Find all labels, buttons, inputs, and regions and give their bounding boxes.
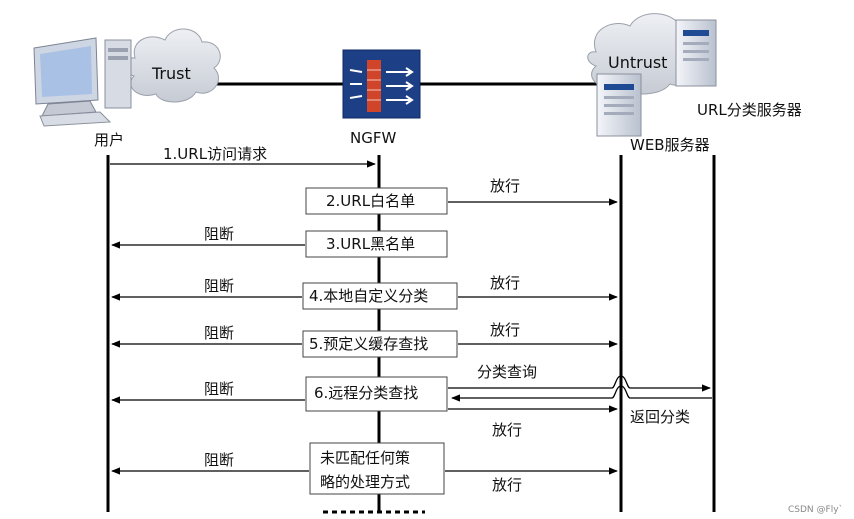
step7-box (309, 442, 445, 495)
web-server-icon (596, 73, 642, 137)
step7-label-line1: 未匹配任何策 (320, 449, 410, 467)
step2-allow-label: 放行 (490, 177, 520, 195)
step5-label: 5.预定义缓存查找 (309, 335, 428, 353)
return-category-arrow (451, 385, 712, 402)
step3-block-label: 阻断 (204, 225, 234, 243)
step4-label: 4.本地自定义分类 (309, 287, 428, 305)
step5-block-label: 阻断 (204, 324, 234, 342)
firewall-icon (342, 49, 421, 119)
url-server-label: URL分类服务器 (697, 101, 802, 119)
step7-allow-label: 放行 (492, 476, 522, 494)
step2-box (305, 187, 448, 215)
step4-allow-label: 放行 (490, 274, 520, 292)
step6-block-label: 阻断 (204, 380, 234, 398)
category-query-arrow (448, 375, 711, 392)
step3-box (305, 230, 448, 258)
step7-label-line2: 略的处理方式 (320, 473, 410, 491)
step2-label: 2.URL白名单 (326, 192, 415, 210)
step3-label: 3.URL黑名单 (326, 235, 415, 253)
step4-box (302, 282, 458, 310)
return-category-label: 返回分类 (630, 408, 690, 426)
step5-box (302, 330, 458, 358)
step5-allow-label: 放行 (490, 321, 520, 339)
step1-label: 1.URL访问请求 (163, 145, 267, 163)
trust-cloud: Trust (124, 28, 221, 103)
user-label: 用户 (94, 131, 124, 149)
url-server-icon (675, 19, 717, 87)
step6-box (305, 376, 448, 412)
trust-label: Trust (151, 64, 191, 83)
user-computer-icon (33, 37, 132, 127)
watermark: CSDN @Fly` (788, 504, 843, 515)
step4-block-label: 阻断 (204, 277, 234, 295)
step7-block-label: 阻断 (204, 451, 234, 469)
untrust-label: Untrust (608, 53, 667, 72)
step6-label: 6.远程分类查找 (314, 384, 418, 402)
category-query-label: 分类查询 (477, 363, 537, 381)
web-server-label: WEB服务器 (630, 136, 710, 154)
ngfw-label: NGFW (350, 129, 396, 147)
step6-allow-label: 放行 (492, 421, 522, 439)
